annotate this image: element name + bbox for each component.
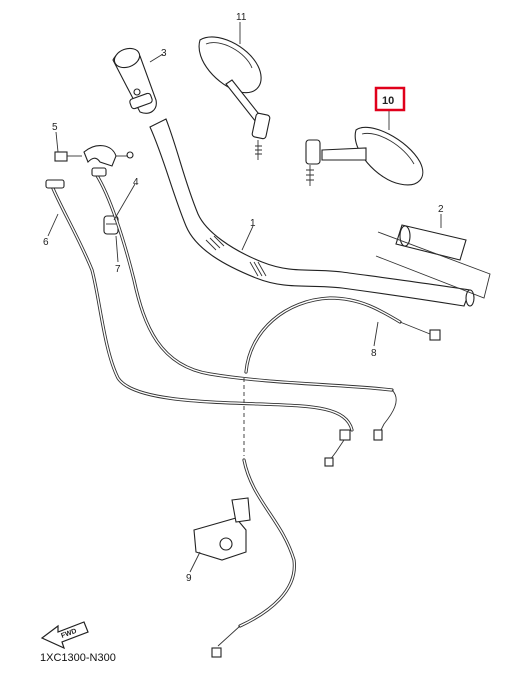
diagram-code: 1XC1300-N300 bbox=[40, 652, 116, 664]
throttle-cables[interactable] bbox=[45, 167, 397, 467]
mirror-left[interactable] bbox=[198, 36, 271, 160]
part-number-6[interactable]: 6 bbox=[43, 237, 49, 248]
part-number-7[interactable]: 7 bbox=[115, 264, 121, 275]
part-number-11[interactable]: 11 bbox=[236, 12, 247, 23]
grip-right[interactable] bbox=[375, 224, 491, 299]
clutch-cable[interactable] bbox=[211, 296, 441, 658]
fwd-arrow-icon: FWD bbox=[40, 621, 89, 650]
highlight-box bbox=[374, 86, 406, 112]
part-number-5[interactable]: 5 bbox=[52, 122, 58, 133]
switch-bracket[interactable] bbox=[193, 497, 251, 561]
bolt[interactable] bbox=[54, 151, 82, 162]
part-number-1[interactable]: 1 bbox=[250, 218, 256, 229]
leader-lines bbox=[47, 22, 442, 573]
part-number-10[interactable]: 10 bbox=[382, 95, 394, 107]
mirror-right[interactable] bbox=[305, 126, 424, 186]
part-number-2[interactable]: 2 bbox=[438, 204, 444, 215]
part-number-3[interactable]: 3 bbox=[161, 48, 167, 59]
part-number-8[interactable]: 8 bbox=[371, 348, 377, 359]
part-number-9[interactable]: 9 bbox=[186, 573, 192, 584]
cable-clamp[interactable] bbox=[83, 145, 134, 167]
part-number-4[interactable]: 4 bbox=[133, 177, 139, 188]
handlebar[interactable] bbox=[149, 118, 475, 307]
throttle-grip[interactable] bbox=[112, 45, 157, 114]
part-labels: 11 3 5 4 1 2 6 7 8 9 10 bbox=[43, 12, 444, 584]
